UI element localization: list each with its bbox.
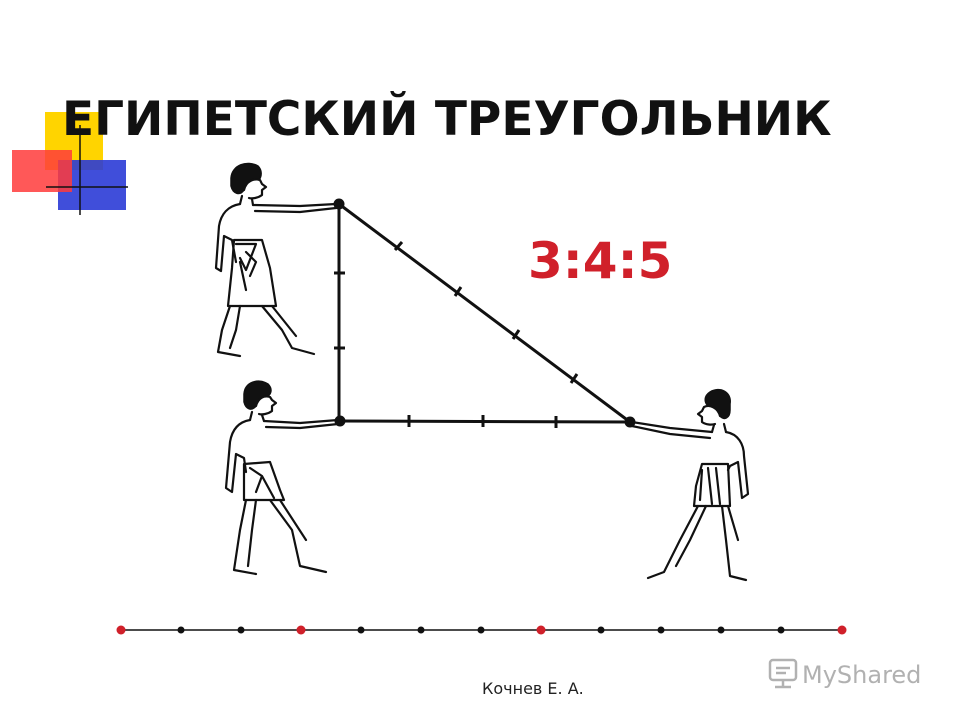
knot-hypotenuse-1 (393, 241, 404, 251)
hair (704, 388, 731, 420)
sash (248, 466, 276, 500)
watermark: MyShared (768, 658, 921, 689)
egyptian-man-right (630, 388, 750, 582)
legs (232, 498, 328, 576)
sash (698, 466, 722, 506)
rope-knot (357, 626, 365, 634)
rope-knot (477, 626, 485, 634)
rope-knot (657, 626, 665, 634)
waistcloth (242, 460, 286, 502)
deco-red-square (12, 150, 72, 192)
sash (234, 242, 258, 292)
torso (224, 418, 340, 494)
rope-knot (777, 626, 785, 634)
knot-hypotenuse-3 (511, 329, 521, 340)
rope-knot-red (116, 625, 126, 635)
triangle-knots (333, 198, 636, 428)
decorative-squares (12, 112, 128, 215)
rope-knot (597, 626, 605, 634)
watermark-text: MyShared (802, 661, 921, 689)
knot-hypotenuse-2 (453, 286, 463, 297)
hair (243, 380, 272, 410)
rope-knot-red (536, 625, 546, 635)
head-outline (242, 178, 268, 200)
legs (646, 504, 748, 582)
skirt (226, 238, 278, 308)
torso (214, 202, 338, 273)
rope-knot-red (837, 625, 847, 635)
knot-hypotenuse-4 (569, 373, 579, 384)
legs (216, 304, 316, 358)
torso (630, 420, 750, 500)
neck (710, 422, 728, 434)
monitor-icon (768, 658, 798, 689)
rope-knot (717, 626, 725, 634)
page-title: ЕГИПЕТСКИЙ ТРЕУГОЛЬНИК (62, 92, 832, 147)
rope-knot (237, 626, 245, 634)
knotted-rope (116, 625, 847, 635)
rope-knot (177, 626, 185, 634)
egyptian-man-bottom-left (224, 380, 340, 576)
triangle-hypotenuse (338, 202, 631, 424)
waistcloth (692, 462, 732, 508)
rope-knot (417, 626, 425, 634)
head-outline (254, 395, 278, 416)
author-label: Кочнев Е. А. (482, 679, 584, 698)
egyptian-man-top-left (214, 162, 338, 358)
rope-knot-red (296, 625, 306, 635)
ratio-label: 3:4:5 (528, 232, 672, 290)
head-outline (696, 404, 722, 426)
